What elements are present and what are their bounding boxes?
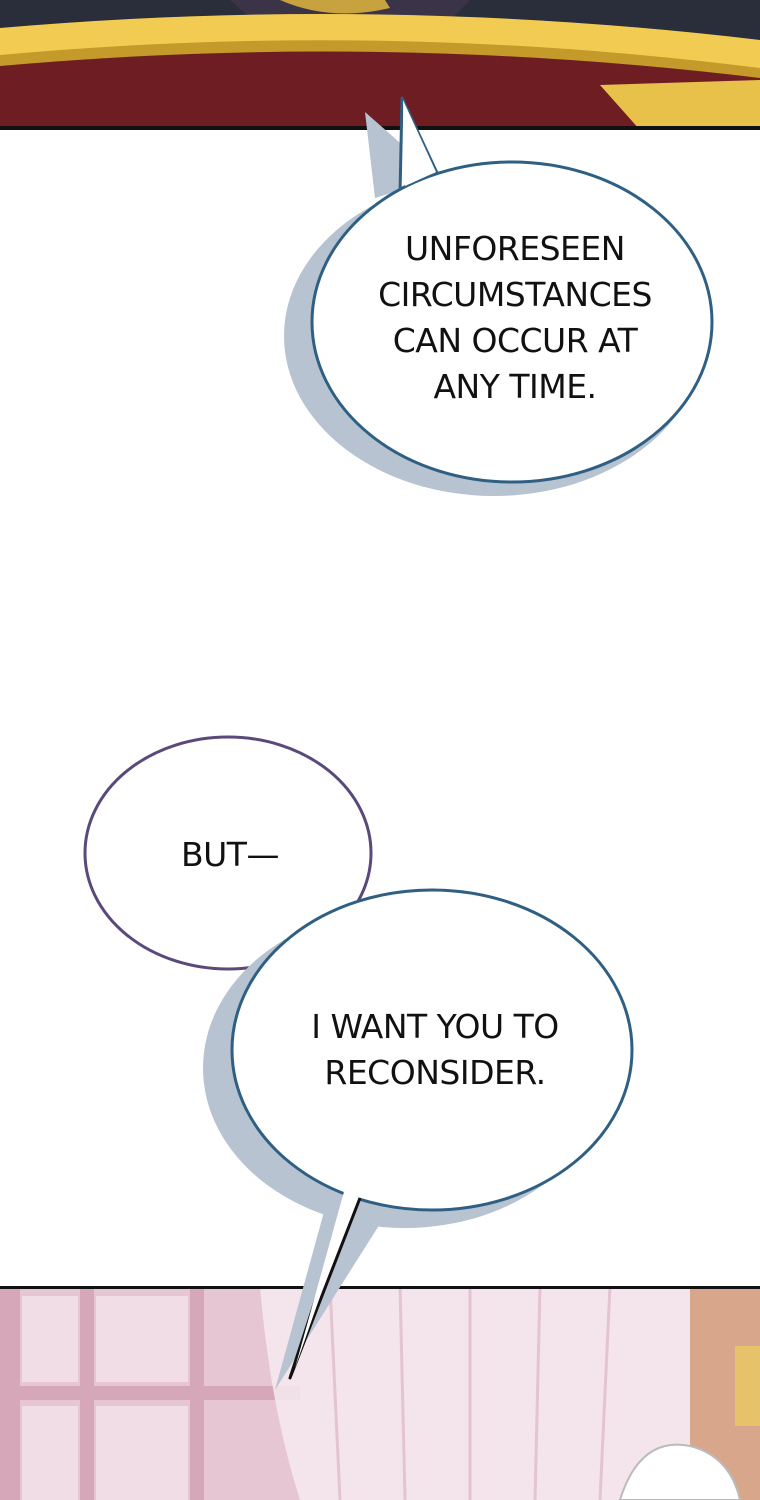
speech-bubble-unforeseen [284, 96, 714, 496]
bubble-text-reconsider: I WANT YOU TO RECONSIDER. [311, 1007, 559, 1092]
bubble-text-but: BUT— [181, 835, 279, 874]
speech-bubble-reconsider [203, 888, 634, 1390]
bubble-text-unforeseen: UNFORESEEN CIRCUMSTANCES CAN OCCUR AT AN… [378, 229, 652, 406]
speech-bubble-but [83, 735, 373, 971]
bottom-panel-illustration [0, 1286, 760, 1500]
